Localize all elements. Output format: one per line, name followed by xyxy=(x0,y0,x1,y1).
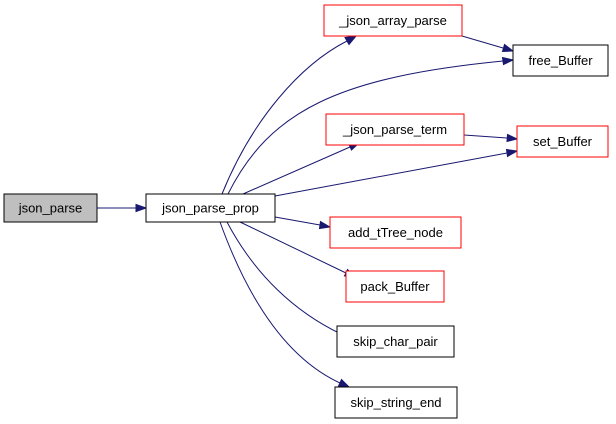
node-json-parse-term[interactable]: _json_parse_term xyxy=(325,113,465,146)
node-json-parse-term-label: _json_parse_term xyxy=(342,122,447,137)
node-add-ttree-node[interactable]: add_tTree_node xyxy=(329,216,462,249)
node-json-array-parse-label: _json_array_parse xyxy=(338,13,447,28)
edge-json-parse-to-json-parse-prop xyxy=(97,203,148,213)
node-json-parse-box xyxy=(3,193,98,223)
node-json-parse-term-box xyxy=(325,113,465,146)
node-set-buffer-box xyxy=(516,125,609,158)
nodes: json_parse json_parse_prop _json_array_p… xyxy=(3,4,609,419)
node-json-array-parse[interactable]: _json_array_parse xyxy=(323,4,463,37)
node-json-array-parse-box xyxy=(323,4,463,37)
node-add-ttree-node-box xyxy=(329,216,462,249)
node-pack-buffer-label: pack_Buffer xyxy=(360,279,430,294)
node-json-parse-prop-box xyxy=(145,193,276,223)
edge-json-parse-prop-to-add-ttree-node xyxy=(274,216,332,230)
edge-json-parse-prop-to-json-array-parse xyxy=(221,35,358,195)
node-skip-char-pair-label: skip_char_pair xyxy=(353,334,438,349)
node-json-parse-prop[interactable]: json_parse_prop xyxy=(145,193,276,223)
node-pack-buffer-box xyxy=(345,270,445,303)
edge-json-parse-prop-to-free-buffer xyxy=(227,56,515,195)
edge-json-parse-prop-to-set-buffer xyxy=(274,148,519,197)
node-set-buffer-label: set_Buffer xyxy=(533,134,593,149)
node-skip-string-end-box xyxy=(334,386,458,419)
node-free-buffer-box xyxy=(512,44,609,77)
node-pack-buffer[interactable]: pack_Buffer xyxy=(345,270,445,303)
node-skip-char-pair[interactable]: skip_char_pair xyxy=(336,325,455,358)
node-json-parse[interactable]: json_parse xyxy=(3,193,98,223)
node-skip-char-pair-box xyxy=(336,325,455,358)
node-add-ttree-node-label: add_tTree_node xyxy=(348,225,443,240)
edge-json-parse-prop-to-json-parse-term xyxy=(242,142,361,195)
node-skip-string-end[interactable]: skip_string_end xyxy=(334,386,458,419)
edge-json-parse-term-to-set-buffer xyxy=(463,133,519,143)
node-set-buffer[interactable]: set_Buffer xyxy=(516,125,609,158)
edge-json-array-parse-to-free-buffer xyxy=(461,35,515,53)
node-free-buffer-label: free_Buffer xyxy=(528,53,593,68)
node-free-buffer[interactable]: free_Buffer xyxy=(512,44,609,77)
node-json-parse-label: json_parse xyxy=(18,201,83,216)
node-json-parse-prop-label: json_parse_prop xyxy=(161,201,259,216)
node-skip-string-end-label: skip_string_end xyxy=(350,395,441,410)
